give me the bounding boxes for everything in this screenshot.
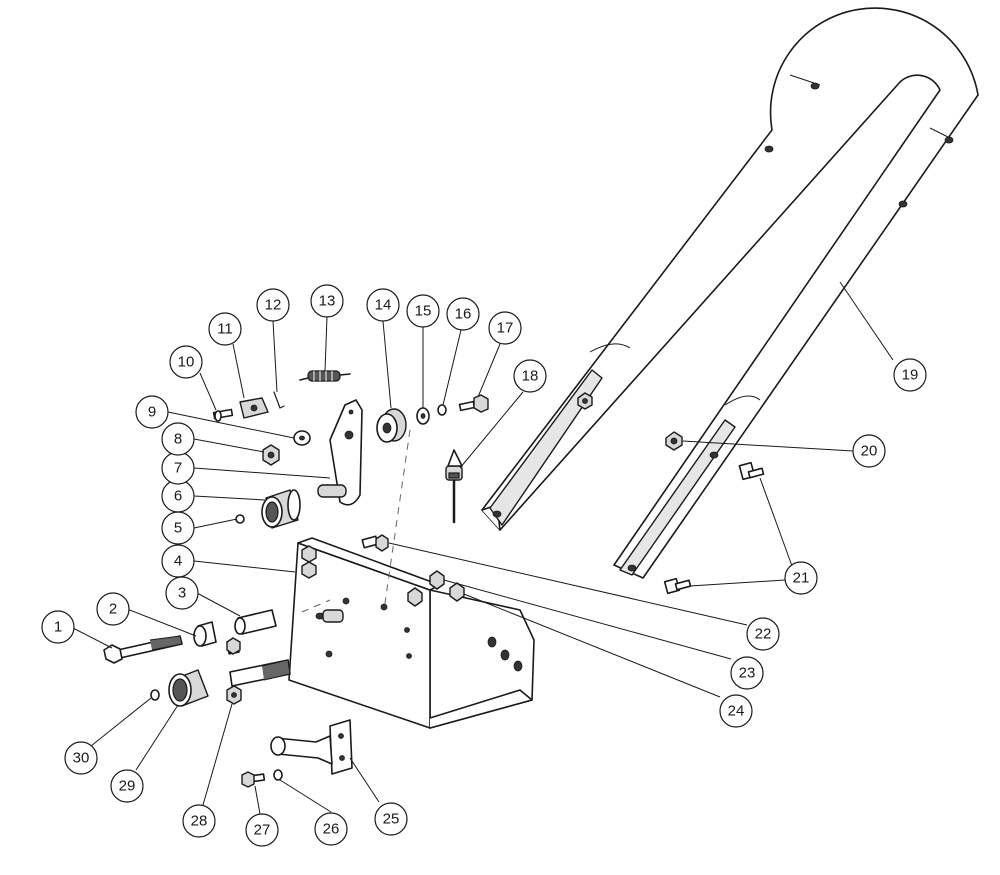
callout-9: 9 xyxy=(135,395,169,429)
nut-8 xyxy=(262,444,280,466)
callout-21-label: 21 xyxy=(793,570,810,587)
bolts-21 xyxy=(663,461,765,595)
callout-26-label: 26 xyxy=(323,821,340,838)
callout-30: 30 xyxy=(64,741,98,775)
spacer-2 xyxy=(193,621,217,647)
callout-16: 16 xyxy=(446,297,480,331)
callout-20: 20 xyxy=(852,434,886,468)
ring-30 xyxy=(150,689,160,701)
callout-16-label: 16 xyxy=(455,306,472,323)
callout-23-label: 23 xyxy=(739,665,756,682)
callout-25-label: 25 xyxy=(383,811,400,828)
callout-18: 18 xyxy=(513,359,547,393)
callout-22: 22 xyxy=(746,617,780,651)
callout-8: 8 xyxy=(161,422,195,456)
callout-13-label: 13 xyxy=(319,293,336,310)
callout-17: 17 xyxy=(488,311,522,345)
callout-12-label: 12 xyxy=(265,297,282,314)
mount-bracket-25 xyxy=(270,719,353,775)
washer-15 xyxy=(416,407,430,425)
callout-6: 6 xyxy=(161,479,195,513)
callout-14: 14 xyxy=(366,288,400,322)
bolt-22 xyxy=(361,534,389,552)
callout-8-label: 8 xyxy=(174,431,182,448)
callout-30-label: 30 xyxy=(73,750,90,767)
long-bolt-1 xyxy=(103,635,183,664)
bolt-27 xyxy=(241,771,266,788)
bolt-17 xyxy=(458,394,489,413)
callout-20-label: 20 xyxy=(861,443,878,460)
callout-17-label: 17 xyxy=(497,320,514,337)
callout-11-label: 11 xyxy=(217,321,233,338)
callout-2-label: 2 xyxy=(109,601,117,618)
pin-3 xyxy=(234,609,277,635)
callout-18-label: 18 xyxy=(522,368,539,385)
leader-lines xyxy=(70,281,894,815)
main-bracket-part xyxy=(288,537,535,729)
callout-10: 10 xyxy=(169,345,203,379)
callout-6-label: 6 xyxy=(174,488,182,505)
callout-21: 21 xyxy=(784,561,818,595)
roller-29 xyxy=(168,669,209,707)
callout-25: 25 xyxy=(374,802,408,836)
callout-4-label: 4 xyxy=(174,553,182,570)
roller-14 xyxy=(376,408,407,443)
callout-3: 3 xyxy=(165,576,199,610)
handle-nut xyxy=(577,392,593,410)
clip-11 xyxy=(239,397,269,419)
callout-5: 5 xyxy=(161,511,195,545)
callout-5-label: 5 xyxy=(174,520,182,537)
callout-27-label: 27 xyxy=(254,822,271,839)
lock-washer-16 xyxy=(437,404,447,416)
bolt-10 xyxy=(212,408,234,422)
callout-11: 11 xyxy=(208,312,242,346)
callout-10-label: 10 xyxy=(178,354,195,371)
assembly-axis-line xyxy=(383,429,411,611)
callout-13: 13 xyxy=(310,284,344,318)
callout-15: 15 xyxy=(406,294,440,328)
assembly-axis-line-2 xyxy=(301,599,331,613)
callout-14-label: 14 xyxy=(375,297,392,314)
u-handle-part xyxy=(481,7,979,579)
callout-7: 7 xyxy=(161,451,195,485)
washer-26 xyxy=(273,769,283,781)
callout-27: 27 xyxy=(245,813,279,847)
washer-9 xyxy=(293,430,311,446)
ring-5 xyxy=(235,514,245,524)
spring-13 xyxy=(299,370,351,382)
callout-29-label: 29 xyxy=(119,778,136,795)
callout-24: 24 xyxy=(719,694,753,728)
callout-29: 29 xyxy=(110,769,144,803)
callout-15-label: 15 xyxy=(415,303,432,320)
callout-7-label: 7 xyxy=(174,460,182,477)
callout-4: 4 xyxy=(161,544,195,578)
callout-28-label: 28 xyxy=(191,813,208,830)
callout-24-label: 24 xyxy=(728,703,745,720)
pin-12 xyxy=(273,391,285,409)
callout-12: 12 xyxy=(256,288,290,322)
nut-20 xyxy=(665,431,683,451)
bushing-roller-6 xyxy=(261,489,301,529)
nuts-23-24 xyxy=(407,570,465,607)
callout-23: 23 xyxy=(730,656,764,690)
callout-22-label: 22 xyxy=(755,626,772,643)
callout-1-label: 1 xyxy=(54,619,62,636)
shaft-assembly xyxy=(226,637,291,705)
callout-2: 2 xyxy=(96,592,130,626)
callout-28: 28 xyxy=(182,804,216,838)
callout-1: 1 xyxy=(41,610,75,644)
callout-19-label: 19 xyxy=(902,367,919,384)
plunger-18 xyxy=(445,449,463,524)
callout-3-label: 3 xyxy=(178,585,186,602)
callout-26: 26 xyxy=(314,812,348,846)
tensioner-arm-part xyxy=(317,399,363,506)
callout-19: 19 xyxy=(893,358,927,392)
callout-9-label: 9 xyxy=(148,404,156,421)
